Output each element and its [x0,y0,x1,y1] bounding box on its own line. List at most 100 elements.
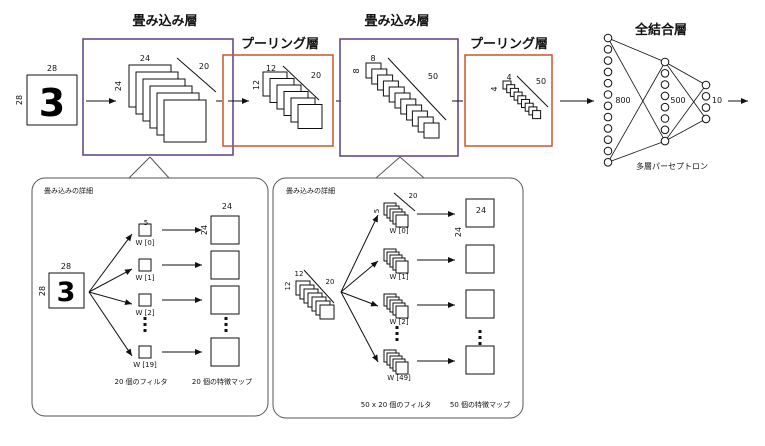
fc-layer1-node [603,78,613,88]
fc-network [603,33,711,167]
fc-layer2-node [660,57,670,67]
fc-layer1-node [603,67,613,77]
conv2-width-label: 8 [370,54,375,63]
fc-edge [607,61,666,163]
detail1-fan-arrows [88,233,133,357]
detail2-filter-depth-line [393,192,416,212]
fc-layer2-count: 500 [670,96,685,105]
detail1-ellipsis-dot [143,329,147,332]
pool2-feature-map [532,110,542,120]
detail1-filter [138,345,152,359]
pool1-depth-line [282,65,320,101]
pool2-depth-label: 50 [536,77,546,86]
detail2-filter-label: W [0] [389,227,408,235]
fc-layer3-node [701,80,711,90]
detail2-ellipsis-dot [478,342,482,345]
fc-edge [664,61,707,86]
detail1-ellipsis-dot [143,317,147,320]
detail2-feature-map [465,198,495,228]
detail1-map-width: 24 [222,202,232,211]
fc-layer1-node [603,33,613,43]
detail2-ellipsis-dot [395,332,399,335]
fc-layer3-node [701,103,711,112]
conv1-box [82,38,234,156]
detail2-ellipsis-dot [478,330,482,333]
detail1-filter-caption: 20 個のフィルタ [115,377,168,386]
detail2-filter [395,260,409,274]
callout1-left [128,156,151,179]
detail2-ellipsis-dot [395,326,399,329]
fc-edge [664,118,707,142]
detail1-filter [138,258,152,272]
input-digit: 3 [39,81,65,125]
detail1-feature-map [210,337,240,367]
fc-layer3-node [701,92,711,101]
detail1-filter-size: 5 [144,219,148,227]
detail1-filter-label: W [0] [135,239,154,247]
detail2-filter-label: W [49] [387,374,411,382]
conv2-depth-label: 50 [428,72,438,81]
detail1-panel [31,177,269,417]
conv1-depth-label: 20 [199,62,209,71]
fc-layer1-node [603,146,613,156]
detail1-map-height: 24 [200,225,209,235]
callout2-left [375,156,401,179]
fc-title: 全結合層 [634,22,687,38]
pool1-depth-label: 20 [311,71,321,80]
detail1-input-width: 28 [61,262,71,271]
detail2-filter [395,214,409,228]
detail2-input-depth: 20 [326,278,335,286]
pool2-depth-line [516,75,549,108]
conv2-height-label: 8 [352,68,361,73]
detail2-filter-label: W [1] [389,273,408,281]
detail2-map-caption: 50 個の特徴マップ [450,400,510,409]
input-height-label: 28 [15,95,24,105]
input-width-label: 28 [47,64,57,73]
fc-layer3-count: 10 [712,96,722,105]
detail2-input-height: 12 [284,282,292,291]
input-image: 3 28 28 [15,64,78,126]
fc-layer1-node [603,158,613,167]
conv1-feature-map [163,99,207,143]
fc-layer1-count: 800 [615,96,630,105]
conv2-title: 畳み込み層 [364,13,429,29]
detail2-filter [395,361,409,375]
detail2-fan-arrow [340,260,379,293]
conv1-width-label: 24 [140,54,150,63]
fc-layer1-node [603,135,613,144]
pool1-width-label: 12 [266,64,276,73]
pool1-height-label: 12 [252,80,261,90]
detail1-ellipsis-dot [224,329,228,332]
detail2-feature-map [465,244,495,274]
detail2-feature-map [465,289,495,319]
detail1-ellipsis [143,317,228,332]
pool1-feature-map [297,104,323,129]
detail1-filter-label: W [19] [133,361,157,369]
detail1-filter-label: W [2] [135,309,154,317]
detail2-input-width: 12 [295,270,304,278]
detail1-feature-map [210,250,240,280]
conv1-feature-map-stack [128,64,207,143]
conv2-feature-map-stack [365,62,440,139]
detail2-fan-arrow [340,214,379,293]
pool1-feature-map-stack [262,71,323,129]
fc-layer2-node [660,114,670,123]
pool2-width-label: 4 [506,73,511,82]
detail2-input-stack [295,280,335,320]
detail2-filter-size: 5 [373,209,381,213]
detail1-ellipsis-dot [143,323,147,326]
detail1-feature-map [210,215,240,245]
fc-caption: 多層パーセプトロン [636,161,708,171]
fc-edge [664,61,707,120]
pool2-height-label: 4 [490,86,499,91]
conv1-title: 畳み込み層 [132,13,197,29]
detail2-filter-label: W [2] [389,318,408,326]
fc-layer2-node [660,125,670,135]
detail1-filter [138,293,152,307]
detail1-title: 畳み込みの詳細 [44,186,93,195]
pool1-box [222,54,334,147]
conv2-depth-line [387,57,447,121]
detail2-title: 畳み込みの詳細 [286,186,335,195]
detail1-input-image: 3 [48,272,85,309]
conv2-box [339,38,459,157]
